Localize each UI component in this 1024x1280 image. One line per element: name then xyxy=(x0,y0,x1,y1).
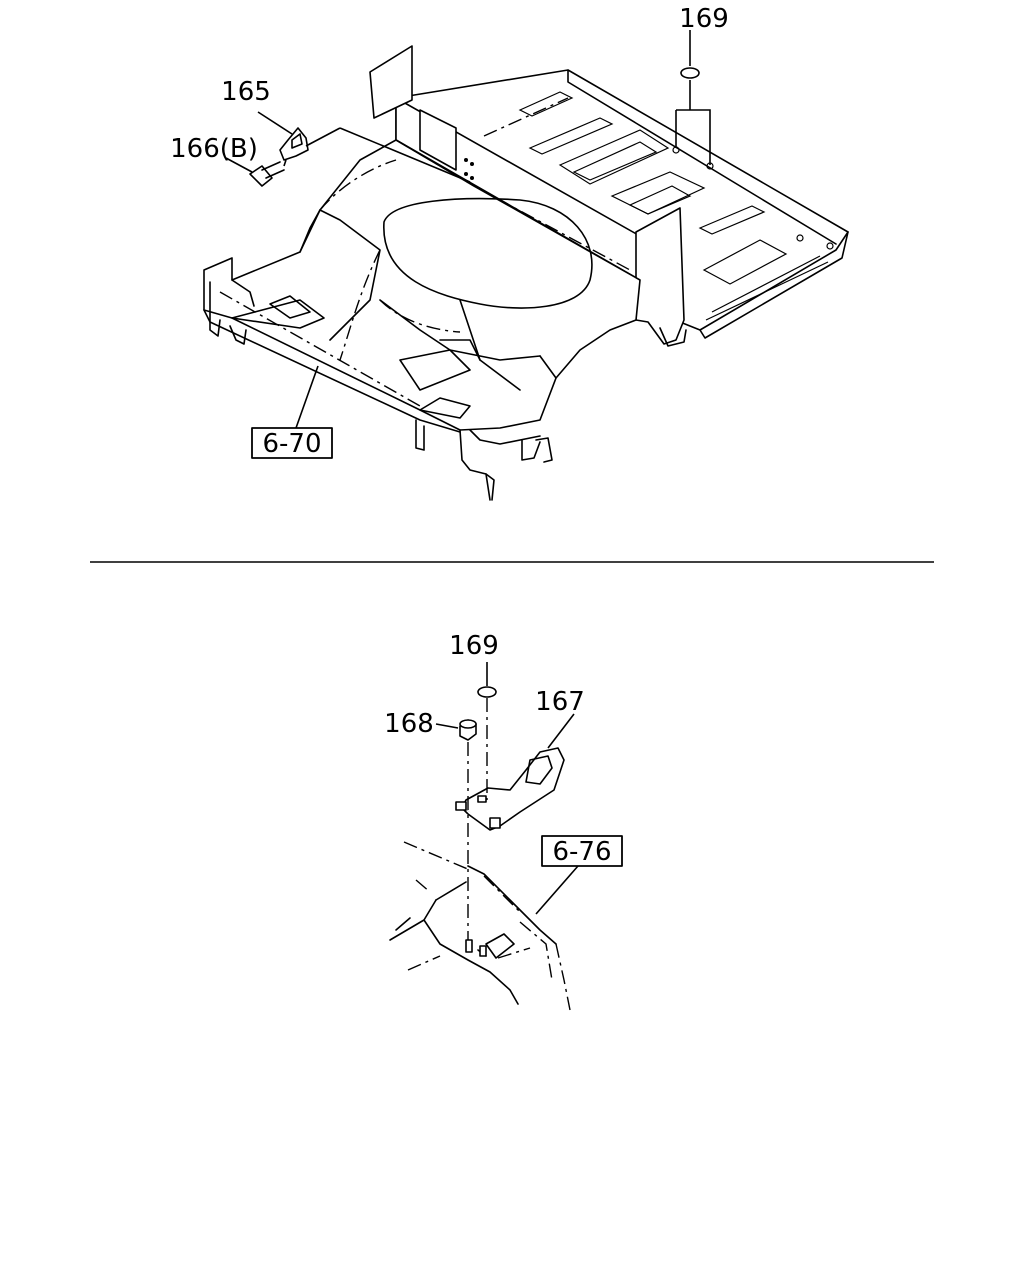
plug-169-top xyxy=(672,30,714,170)
callout-166b: 166(B) xyxy=(170,134,258,164)
callout-168: 168 xyxy=(384,709,434,739)
bracket-165 xyxy=(257,111,471,183)
callout-167: 167 xyxy=(535,687,585,717)
ref-box-6-76[interactable]: 6-76 xyxy=(535,835,623,915)
ref-box-6-70[interactable]: 6-70 xyxy=(251,365,333,459)
ref-box-label: 6-70 xyxy=(262,429,321,459)
bottom-floor-detail xyxy=(389,841,571,1011)
ref-box-label: 6-76 xyxy=(552,837,611,867)
plug-169-bottom xyxy=(477,662,497,800)
callout-169-bottom: 169 xyxy=(449,631,499,661)
floor-panel-assembly xyxy=(203,45,849,501)
bolt-166 xyxy=(225,157,287,187)
bracket-167 xyxy=(455,713,575,831)
nut-168 xyxy=(435,719,477,940)
callout-165: 165 xyxy=(221,77,271,107)
callout-169-top: 169 xyxy=(679,4,729,34)
